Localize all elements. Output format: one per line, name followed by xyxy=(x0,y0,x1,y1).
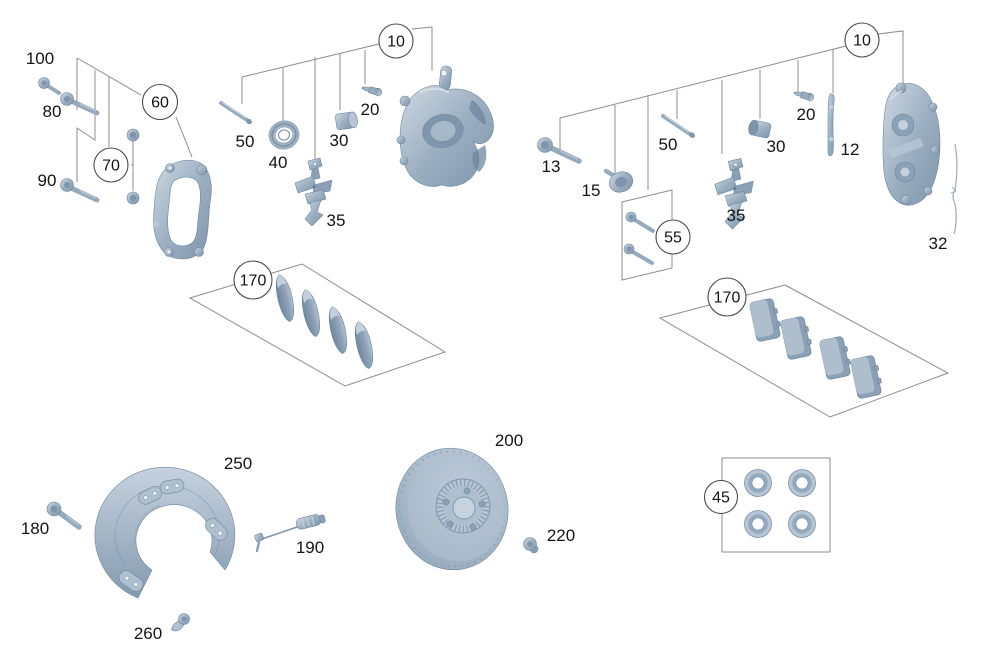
callout-label-50-right[interactable]: 50 xyxy=(659,135,678,154)
callout-170-left[interactable]: 170 xyxy=(233,260,273,300)
guide-bushing-30-left xyxy=(335,111,358,131)
callout-45[interactable]: 45 xyxy=(703,479,739,515)
brake-caliper-10-left xyxy=(396,65,494,187)
screw-100 xyxy=(38,77,61,95)
bolt-80 xyxy=(60,92,100,116)
callout-70[interactable]: 70 xyxy=(93,147,129,183)
guide-pin-50-left xyxy=(219,101,252,125)
callout-10-right[interactable]: 10 xyxy=(844,22,880,58)
callout-label-80[interactable]: 80 xyxy=(43,102,62,121)
bolt-90 xyxy=(60,178,100,203)
callout-label-90[interactable]: 90 xyxy=(38,171,57,190)
screw-260 xyxy=(171,613,190,632)
bolt-kit-55 xyxy=(623,211,655,265)
callout-170-right-label[interactable]: 170 xyxy=(714,290,741,307)
callout-60[interactable]: 60 xyxy=(141,83,179,121)
brake-disc-200-hub xyxy=(435,478,491,534)
callout-label-250[interactable]: 250 xyxy=(224,454,252,473)
callout-label-100[interactable]: 100 xyxy=(26,49,54,68)
callout-10-left[interactable]: 10 xyxy=(378,23,414,59)
leader-lines xyxy=(76,26,904,191)
callout-label-30-left[interactable]: 30 xyxy=(330,131,349,150)
callout-170-left-label[interactable]: 170 xyxy=(240,273,267,290)
guide-bushing-30-right xyxy=(748,119,772,139)
bolt-13 xyxy=(537,137,582,164)
callout-label-12[interactable]: 12 xyxy=(841,140,860,159)
callout-60-label[interactable]: 60 xyxy=(151,95,169,112)
wear-sensor-190 xyxy=(254,514,326,553)
seal-kit-box-45 xyxy=(721,457,831,553)
bleeder-screw-20-left xyxy=(360,83,384,98)
callout-label-35-right[interactable]: 35 xyxy=(727,206,746,225)
callout-55-label[interactable]: 55 xyxy=(664,230,682,247)
seal-kit-45 xyxy=(744,469,816,538)
callout-label-20-right[interactable]: 20 xyxy=(797,105,816,124)
pad-tray-right xyxy=(658,284,950,418)
brake-pads-170-right xyxy=(748,297,885,400)
callouts: 10 60 70 170 10 55 170 45 100 xyxy=(21,22,948,643)
callout-10-left-label[interactable]: 10 xyxy=(387,34,405,51)
screw-220 xyxy=(523,537,539,554)
guide-pin-50-right xyxy=(661,114,695,138)
callout-label-260[interactable]: 260 xyxy=(134,624,162,643)
bolt-180 xyxy=(46,501,82,530)
callout-label-15[interactable]: 15 xyxy=(582,181,601,200)
callout-label-40[interactable]: 40 xyxy=(269,153,288,172)
callout-label-20-left[interactable]: 20 xyxy=(361,100,380,119)
brake-caliper-10-right xyxy=(882,82,941,206)
guide-nut-70a xyxy=(126,128,140,142)
callout-label-200[interactable]: 200 xyxy=(495,431,523,450)
wear-plate-12 xyxy=(827,93,835,157)
bleeder-screw-20-right xyxy=(792,88,816,103)
callout-label-35-left[interactable]: 35 xyxy=(327,211,346,230)
callout-label-32[interactable]: 32 xyxy=(929,234,948,253)
callout-label-180[interactable]: 180 xyxy=(21,519,49,538)
seal-ring-40 xyxy=(268,120,300,150)
brake-pads-170-left xyxy=(271,272,378,371)
guide-nut-70b xyxy=(126,191,140,205)
dust-shield-250 xyxy=(94,466,236,599)
bolt-15 xyxy=(603,168,634,193)
callout-label-50-left[interactable]: 50 xyxy=(236,132,255,151)
callout-label-30-right[interactable]: 30 xyxy=(767,137,786,156)
callout-label-190[interactable]: 190 xyxy=(296,538,324,557)
callout-label-13[interactable]: 13 xyxy=(542,157,561,176)
caliper-carrier-60 xyxy=(152,159,212,260)
callout-70-label[interactable]: 70 xyxy=(102,158,120,175)
pad-tray-left xyxy=(188,263,447,387)
callout-label-220[interactable]: 220 xyxy=(547,526,575,545)
callout-45-label[interactable]: 45 xyxy=(712,490,730,507)
bolt-kit-box-55 xyxy=(621,189,673,281)
callout-170-right[interactable]: 170 xyxy=(707,277,747,317)
callout-55[interactable]: 55 xyxy=(655,219,691,255)
callout-10-right-label[interactable]: 10 xyxy=(853,33,871,50)
shim-32 xyxy=(950,143,958,235)
